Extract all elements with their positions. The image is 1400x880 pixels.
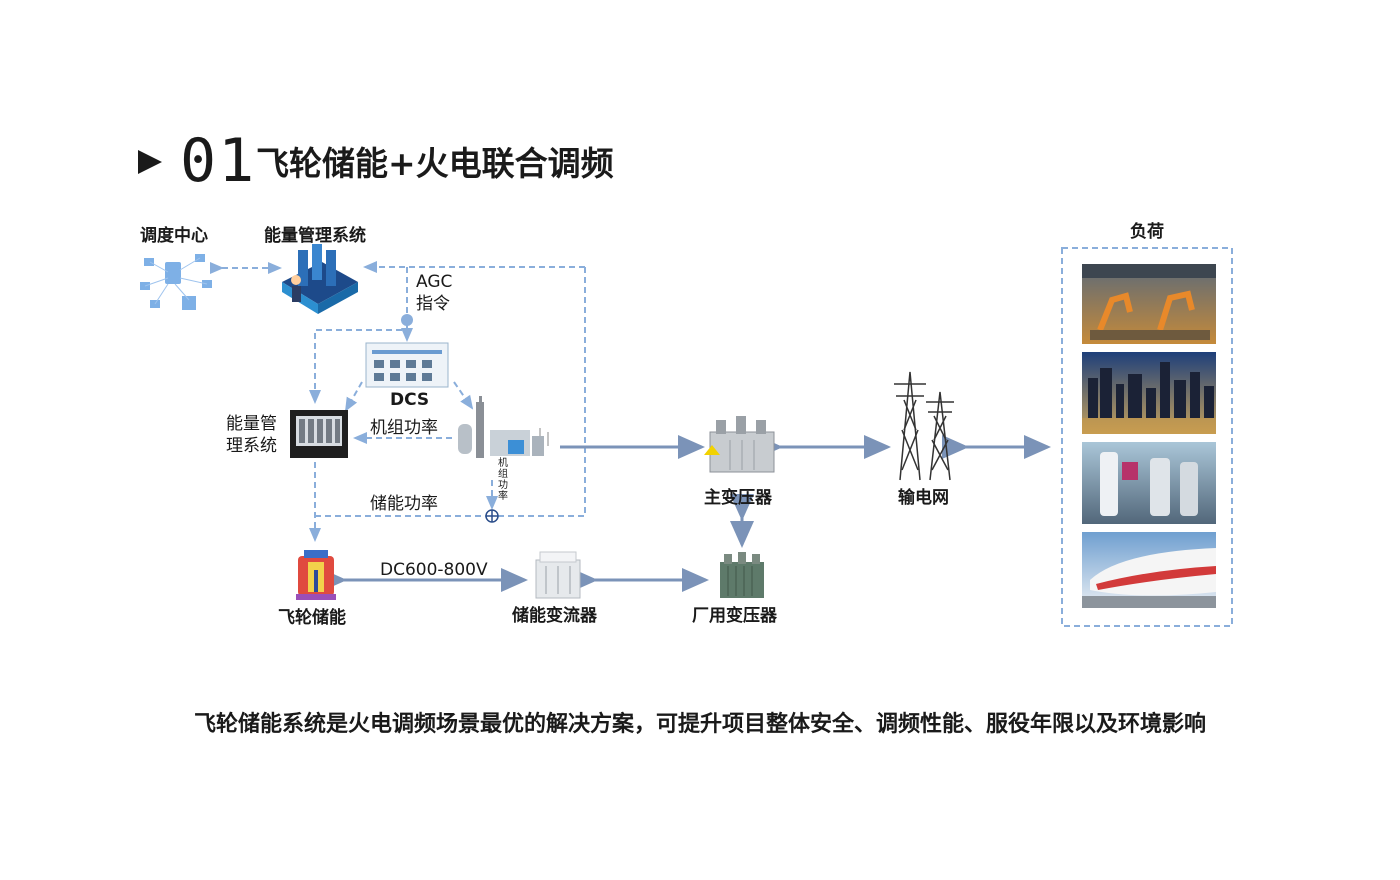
ems-server-icon xyxy=(282,244,358,314)
summary-text: 飞轮储能系统是火电调频场景最优的解决方案，可提升项目整体安全、调频性能、服役年限… xyxy=(193,712,1206,737)
unit-power-label: 机组功率 xyxy=(370,418,438,438)
load-frame xyxy=(1061,247,1233,627)
main-transformer-icon xyxy=(704,416,775,473)
unit-power-small-2: 组 xyxy=(498,469,508,480)
dcs-panel-icon xyxy=(365,342,449,388)
transmission-tower-icon xyxy=(894,371,954,481)
aux-transformer-icon xyxy=(720,552,764,598)
dispatch-center-label: 调度中心 xyxy=(140,226,208,246)
aux-transformer-label: 厂用变压器 xyxy=(692,606,777,626)
play-triangle-icon xyxy=(138,150,162,174)
unit-power-small-3: 功 xyxy=(498,480,508,491)
ems-cabinet-icon xyxy=(290,410,348,458)
pcs-label: 储能变流器 xyxy=(512,606,597,626)
flywheel-icon xyxy=(296,550,336,600)
flywheel-label: 飞轮储能 xyxy=(278,608,346,628)
factory-robot-image xyxy=(1082,264,1216,344)
dcs-label: DCS xyxy=(390,390,430,410)
load-label: 负荷 xyxy=(1130,222,1164,242)
section-title: 飞轮储能+火电联合调频 xyxy=(256,144,614,183)
city-skyline-image xyxy=(1082,352,1216,434)
main-transformer-label: 主变压器 xyxy=(704,488,772,508)
unit-power-small-4: 率 xyxy=(498,491,508,502)
section-number: 01 xyxy=(180,126,257,196)
agc-label-line2: 指令 xyxy=(416,294,450,314)
unit-power-small-1: 机 xyxy=(498,458,508,469)
grid-label: 输电网 xyxy=(898,488,949,508)
pcs-cabinet-icon xyxy=(535,551,581,599)
storage-power-label: 储能功率 xyxy=(370,494,438,514)
agc-node-dot xyxy=(401,314,413,326)
dispatch-network-icon xyxy=(140,254,212,310)
dc-voltage-label: DC600-800V xyxy=(380,560,488,580)
agc-label-line1: AGC xyxy=(416,272,453,292)
ems-left-label-line1: 能量管 xyxy=(226,414,277,434)
bullet-train-image xyxy=(1082,532,1216,608)
charging-station-image xyxy=(1082,442,1216,524)
ems-top-label: 能量管理系统 xyxy=(264,226,366,246)
thermal-power-plant-icon xyxy=(458,396,549,458)
ems-left-label-line2: 理系统 xyxy=(226,436,277,456)
